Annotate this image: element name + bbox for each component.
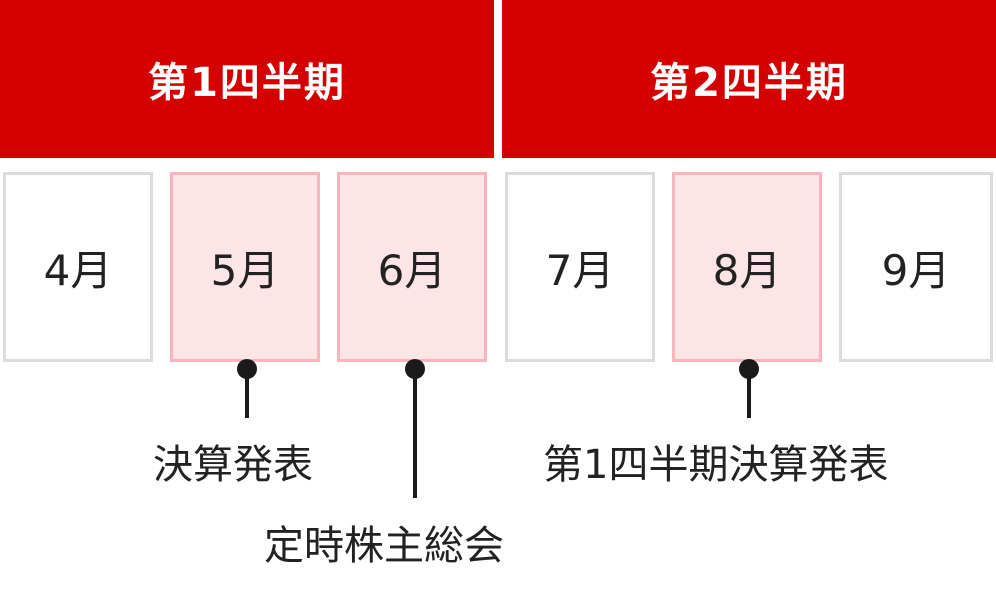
month-cell-june: 6月 xyxy=(337,172,487,362)
event-marker-june xyxy=(405,359,425,498)
quarter-header-q2: 第2四半期 xyxy=(502,0,996,158)
marker-dot-icon xyxy=(739,359,759,379)
event-label-q1-results: 第1四半期決算発表 xyxy=(543,442,889,488)
quarter-header-q1: 第1四半期 xyxy=(0,0,494,158)
marker-dot-icon xyxy=(237,359,257,379)
marker-dot-icon xyxy=(405,359,425,379)
event-marker-may xyxy=(237,359,257,418)
month-cell-september: 9月 xyxy=(839,172,993,362)
event-label-results: 決算発表 xyxy=(153,442,313,488)
month-cell-august: 8月 xyxy=(672,172,822,362)
month-cell-may: 5月 xyxy=(170,172,320,362)
event-label-agm: 定時株主総会 xyxy=(264,523,504,569)
event-marker-august xyxy=(739,359,759,418)
month-cell-april: 4月 xyxy=(3,172,153,362)
month-cell-july: 7月 xyxy=(505,172,655,362)
